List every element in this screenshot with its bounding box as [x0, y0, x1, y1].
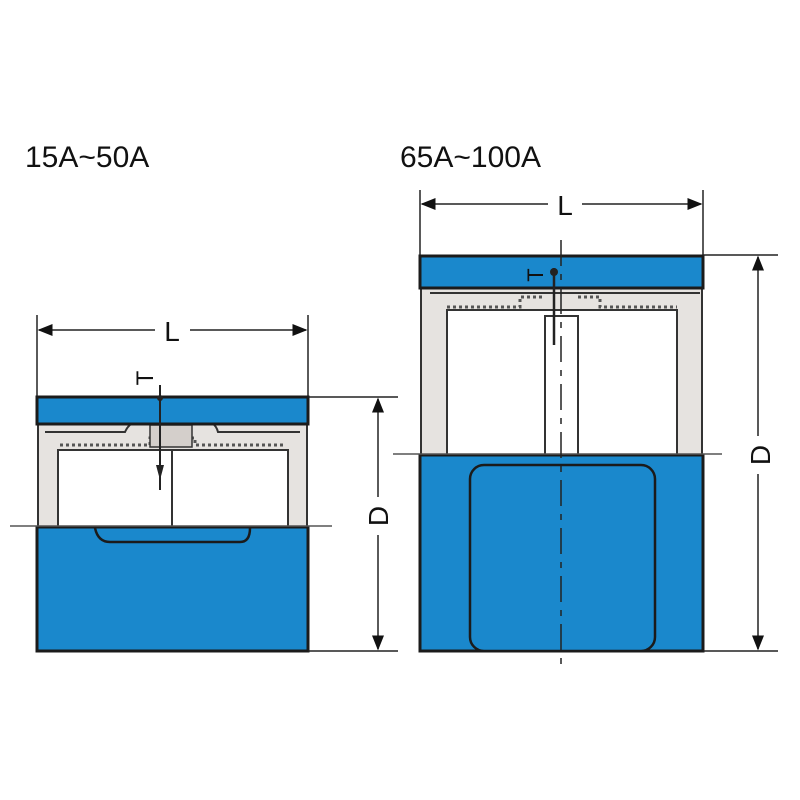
large-fitting: 65A~100A L T D: [393, 141, 778, 665]
thickness-label: T: [132, 370, 159, 385]
cap-top: [35, 395, 310, 426]
cap-body: [35, 525, 310, 653]
length-label: L: [557, 190, 573, 221]
small-fitting: 15A~50A L T D: [10, 141, 398, 653]
small-size-title: 15A~50A: [25, 141, 149, 174]
socket-recess: [468, 463, 657, 653]
socket-recess: [93, 527, 252, 544]
length-label: L: [164, 316, 180, 347]
diameter-label: D: [363, 506, 394, 526]
large-size-title: 65A~100A: [400, 141, 541, 174]
diameter-label: D: [745, 445, 776, 465]
thickness-label: T: [523, 268, 548, 281]
